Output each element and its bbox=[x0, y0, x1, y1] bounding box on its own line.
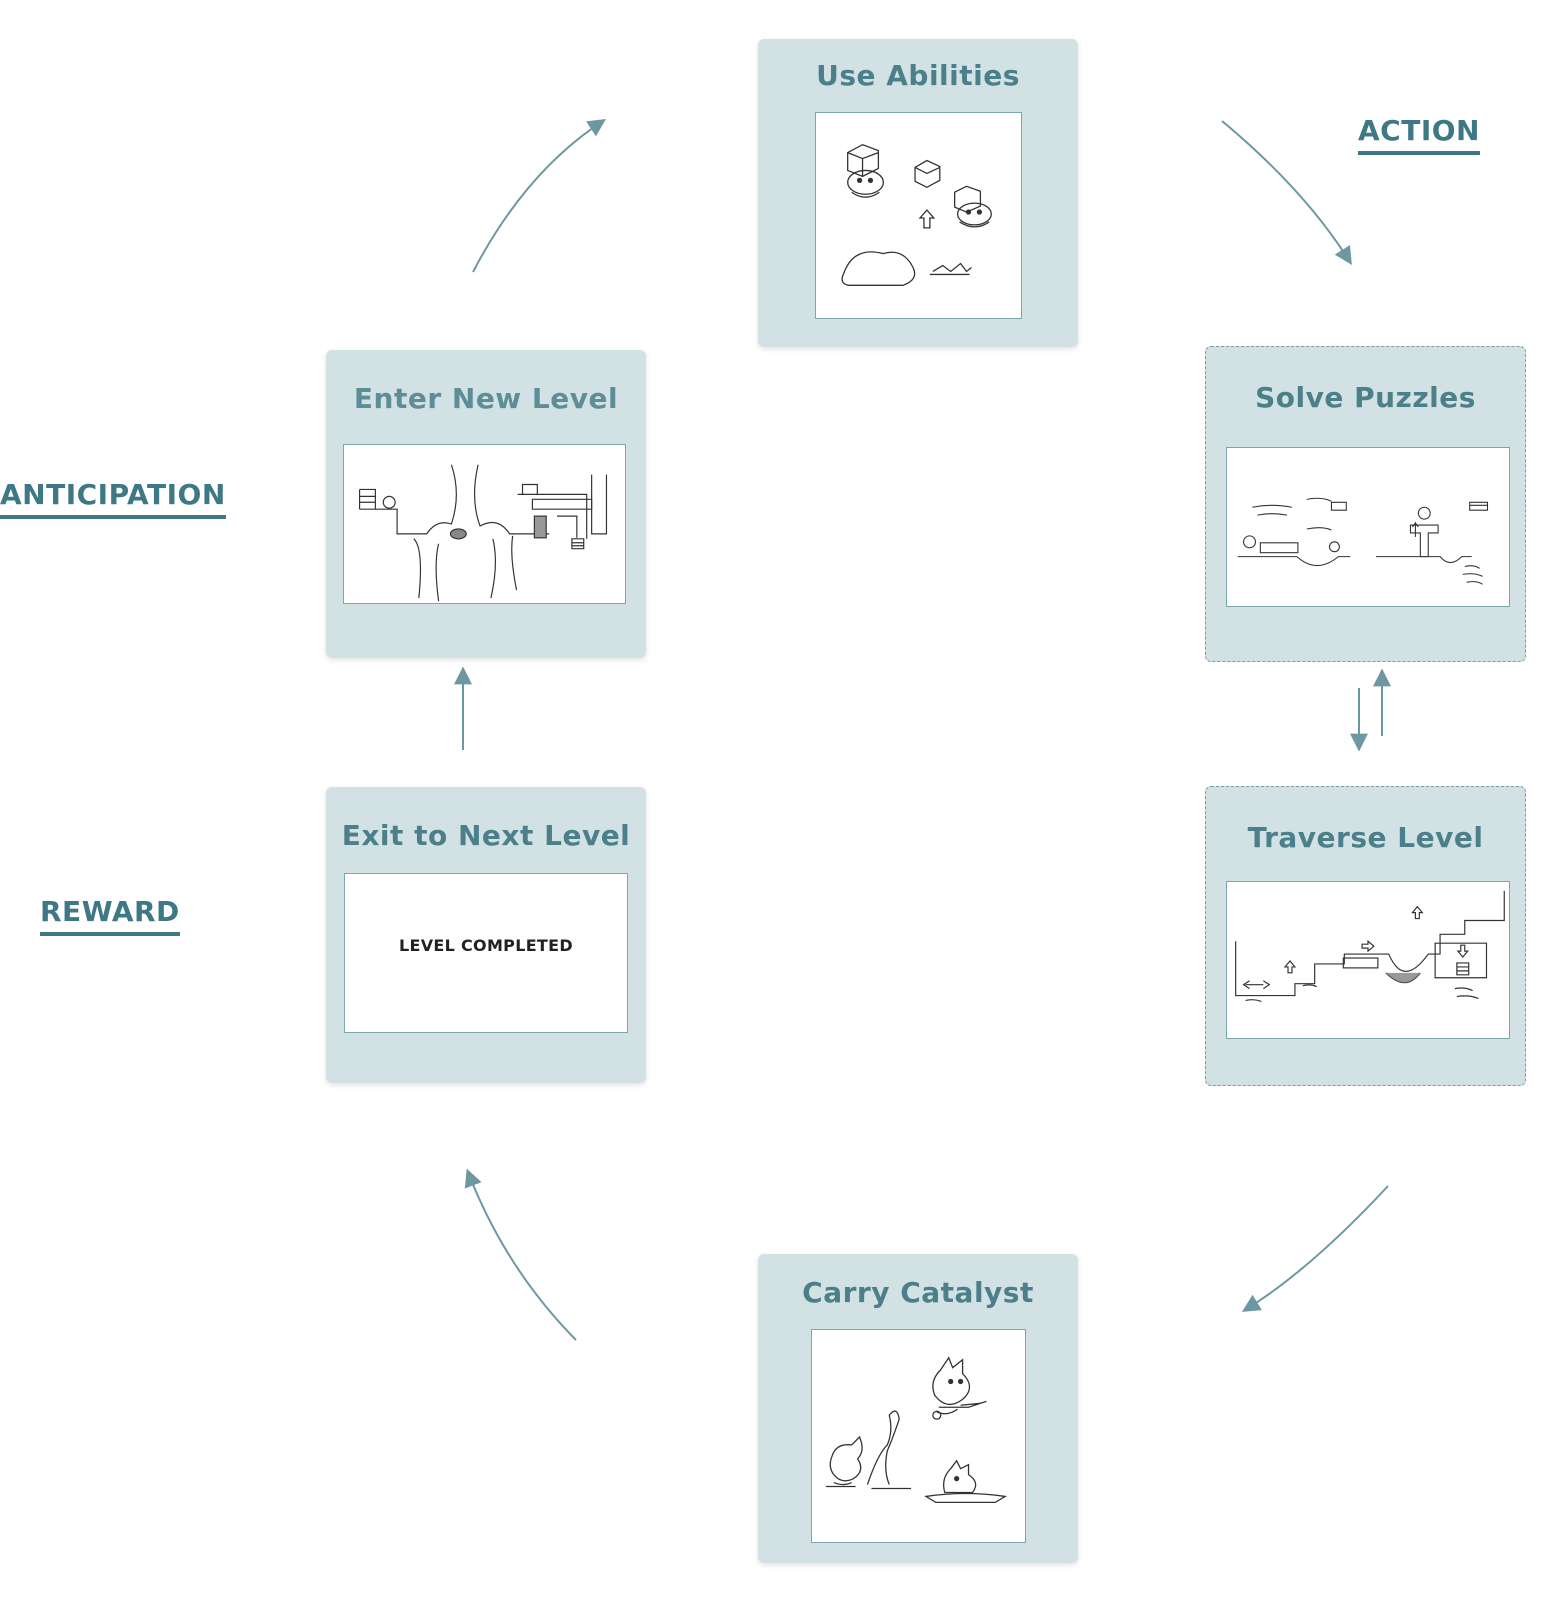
step-title: Carry Catalyst bbox=[802, 1276, 1034, 1309]
card-enter-new-level: Enter New Level bbox=[326, 350, 646, 658]
card-solve-puzzles: Solve Puzzles bbox=[1205, 346, 1526, 662]
arrow-traverse-to-catalyst bbox=[1241, 1185, 1389, 1312]
sketch-carry-catalyst bbox=[811, 1329, 1026, 1543]
step-title: Exit to Next Level bbox=[341, 819, 631, 852]
card-carry-catalyst: Carry Catalyst bbox=[758, 1254, 1078, 1563]
arrow-enter-to-abilities bbox=[472, 119, 607, 273]
step-title: Use Abilities bbox=[816, 59, 1020, 92]
sketch-use-abilities bbox=[815, 112, 1022, 319]
sketch-solve-puzzles bbox=[1226, 447, 1510, 607]
card-exit-to-next-level: Exit to Next Level LEVEL COMPLETED bbox=[326, 787, 646, 1083]
step-title: Traverse Level bbox=[1247, 821, 1484, 854]
arrow-catalyst-to-exit bbox=[464, 1168, 577, 1341]
step-title: Enter New Level bbox=[353, 382, 619, 415]
sketch-traverse-level bbox=[1226, 881, 1510, 1039]
arrow-abilities-to-puzzles bbox=[1221, 120, 1352, 266]
level-completed-text: LEVEL COMPLETED bbox=[399, 936, 573, 955]
phase-anticipation-label: ANTICIPATION bbox=[0, 478, 226, 519]
sketch-enter-new-level bbox=[343, 444, 626, 604]
phase-action-label: ACTION bbox=[1358, 114, 1480, 155]
exit-screen: LEVEL COMPLETED bbox=[344, 873, 628, 1033]
card-use-abilities: Use Abilities bbox=[758, 39, 1078, 347]
card-traverse-level: Traverse Level bbox=[1205, 786, 1526, 1086]
step-title: Solve Puzzles bbox=[1255, 381, 1476, 414]
phase-reward-label: REWARD bbox=[40, 895, 180, 936]
